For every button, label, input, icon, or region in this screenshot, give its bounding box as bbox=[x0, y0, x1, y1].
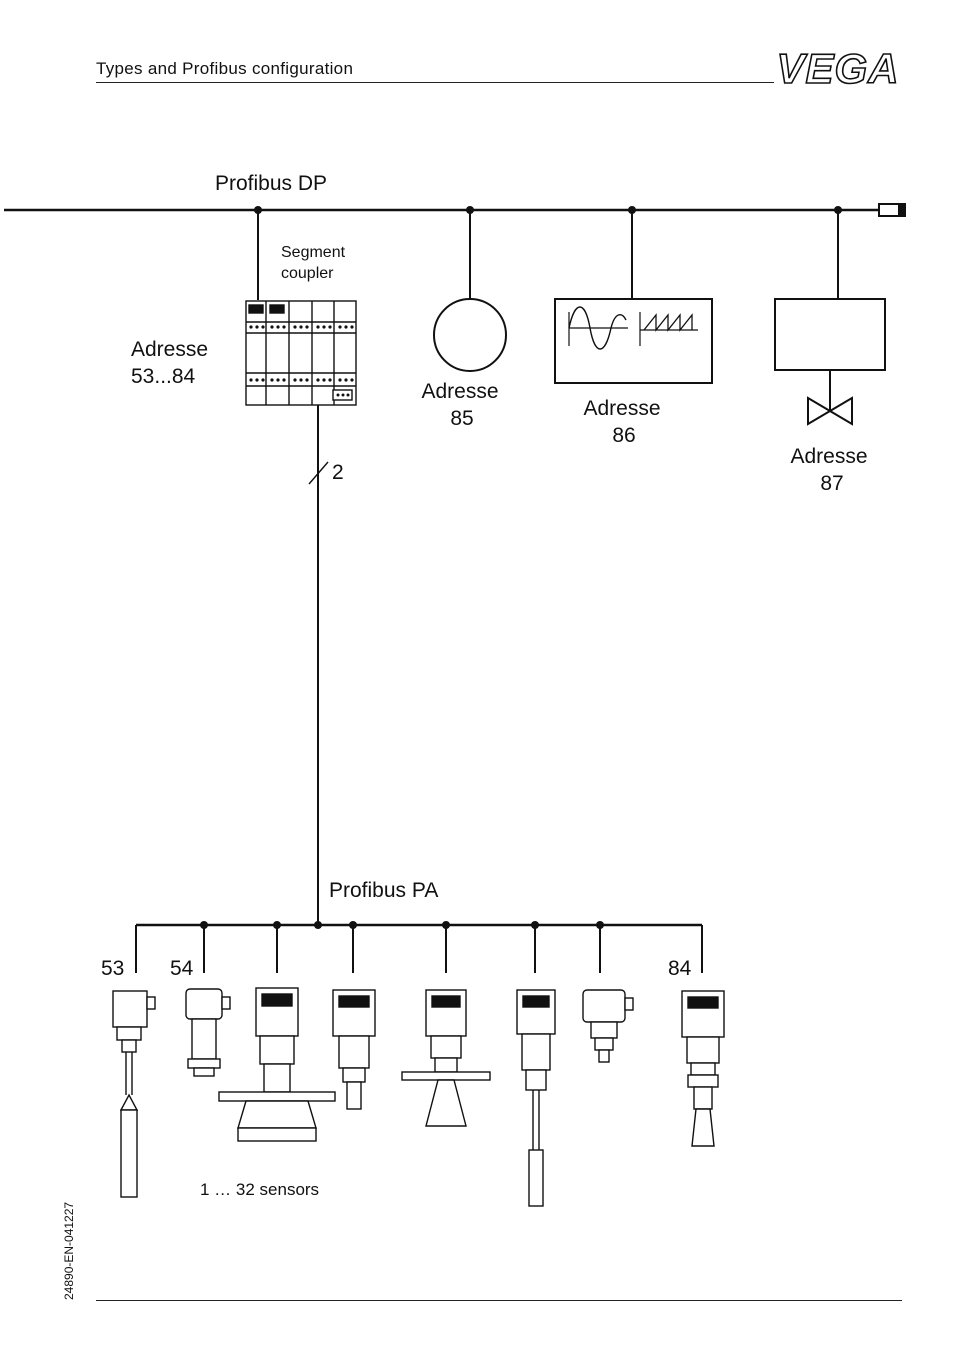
vega-logo: VEGA bbox=[776, 44, 900, 93]
page-header-title: Types and Profibus configuration bbox=[96, 59, 354, 78]
sensor-address-84: 84 bbox=[668, 957, 692, 980]
sensor-address-54: 54 bbox=[170, 957, 194, 980]
sensor-level-switch bbox=[582, 989, 634, 1063]
sensor-cable-probe bbox=[516, 989, 556, 1207]
sensor-address-53: 53 bbox=[101, 957, 124, 980]
node-86-device bbox=[554, 298, 713, 384]
sensor-rod-transmitter bbox=[681, 990, 725, 1147]
sensor-compact-transmitter bbox=[332, 989, 376, 1110]
pa-trunk-line bbox=[308, 405, 329, 925]
node-85-label-2: 85 bbox=[450, 407, 473, 430]
profibus-pa-label: Profibus PA bbox=[329, 879, 438, 902]
node-86-label-1: Adresse bbox=[583, 397, 660, 420]
segment-coupler-device bbox=[245, 300, 357, 406]
node-86-label-2: 86 bbox=[612, 424, 635, 447]
sensors-caption: 1 … 32 sensors bbox=[200, 1180, 319, 1199]
segment-coupler-label-1: Segment bbox=[281, 244, 346, 261]
pa-junctions bbox=[200, 921, 604, 929]
valve-icon bbox=[807, 396, 853, 426]
node-87-device bbox=[774, 298, 886, 426]
vega-logo-text: VEGA bbox=[776, 45, 899, 92]
sensor-horn-radar bbox=[401, 989, 491, 1127]
segment-coupler-address-1: Adresse bbox=[131, 338, 208, 361]
profibus-dp-label: Profibus DP bbox=[215, 172, 327, 195]
node-87-label-2: 87 bbox=[820, 472, 843, 495]
footer-rule bbox=[96, 1300, 902, 1301]
sensor-pressure-transmitter bbox=[185, 988, 231, 1077]
document-id: 24890-EN-041227 bbox=[62, 1201, 76, 1300]
header-rule bbox=[96, 82, 774, 83]
sensor-hydrostatic-probe bbox=[112, 990, 156, 1198]
segment-coupler-label-2: coupler bbox=[281, 265, 334, 282]
pa-wire-count: 2 bbox=[332, 461, 344, 484]
node-87-label-1: Adresse bbox=[790, 445, 867, 468]
node-85-device bbox=[433, 298, 507, 372]
sensor-radar-large-antenna bbox=[218, 987, 336, 1142]
segment-coupler-address-2: 53...84 bbox=[131, 365, 196, 388]
profibus-dp-bus bbox=[4, 203, 906, 217]
node-85-label-1: Adresse bbox=[421, 380, 498, 403]
